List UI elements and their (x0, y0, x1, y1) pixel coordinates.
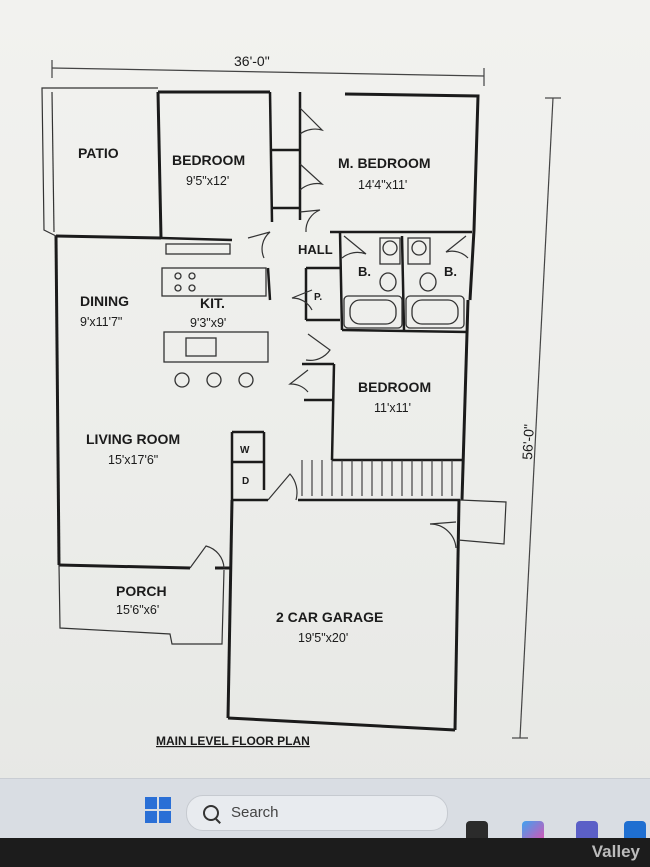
store-icon[interactable] (624, 821, 646, 843)
search-input[interactable]: Search (186, 795, 448, 831)
monitor-bezel (0, 838, 650, 867)
kitchen-label: KIT. (200, 295, 225, 311)
dining-dims: 9'x11'7" (80, 315, 122, 329)
master-bedroom-dims: 14'4"x11' (358, 178, 407, 192)
bath-2-label: B. (444, 264, 457, 279)
pantry-label: P. (314, 292, 322, 303)
bathroom-fixtures (343, 237, 465, 329)
door-swings (189, 107, 469, 569)
overall-width-dimension (51, 60, 485, 86)
teams-icon[interactable] (576, 821, 598, 843)
overall-depth-label: 56'-0" (519, 424, 537, 460)
porch-label: PORCH (116, 583, 167, 599)
hall-label: HALL (298, 242, 333, 257)
photographed-monitor-screen: 36'-0" 56'-0" (0, 0, 650, 790)
garage-label: 2 CAR GARAGE (276, 609, 383, 625)
garage-dims: 19'5"x20' (298, 631, 348, 645)
windows-start-icon[interactable] (145, 797, 171, 823)
kitchen-dims: 9'3"x9' (190, 316, 226, 330)
master-bedroom-label: M. BEDROOM (338, 155, 431, 171)
plan-title: MAIN LEVEL FLOOR PLAN (156, 734, 310, 748)
bedroom-front-dims: 9'5"x12' (186, 174, 229, 188)
dryer-label: D (242, 476, 249, 487)
taskbar: Search (0, 778, 650, 843)
garage-side-door (457, 499, 507, 545)
living-room-dims: 15'x17'6" (108, 453, 158, 467)
watermark-logo: Valley (591, 842, 640, 861)
bedroom-right-label: BEDROOM (358, 379, 431, 395)
bedroom-front-label: BEDROOM (172, 152, 245, 168)
patio-outline (41, 87, 158, 237)
bedroom-right-dims: 11'x11' (374, 401, 411, 415)
floor-plan-drawing: 36'-0" 56'-0" (41, 53, 561, 748)
porch-dims: 15'6"x6' (116, 603, 159, 617)
media-player-icon[interactable] (466, 821, 488, 843)
overall-width-label: 36'-0" (234, 53, 270, 69)
washer-label: W (240, 445, 250, 456)
magnifier-icon (203, 805, 219, 821)
overall-depth-dimension (512, 97, 561, 739)
interior-walls (160, 91, 472, 502)
bath-1-label: B. (358, 264, 371, 279)
patio-label: PATIO (78, 145, 119, 161)
porch-outline (58, 564, 225, 645)
copilot-icon[interactable] (522, 821, 544, 843)
exterior-walls (54, 90, 480, 732)
kitchen-counters (161, 243, 269, 388)
stairs (301, 460, 453, 496)
living-room-label: LIVING ROOM (86, 431, 180, 447)
search-placeholder: Search (231, 804, 279, 821)
dining-label: DINING (80, 293, 129, 309)
